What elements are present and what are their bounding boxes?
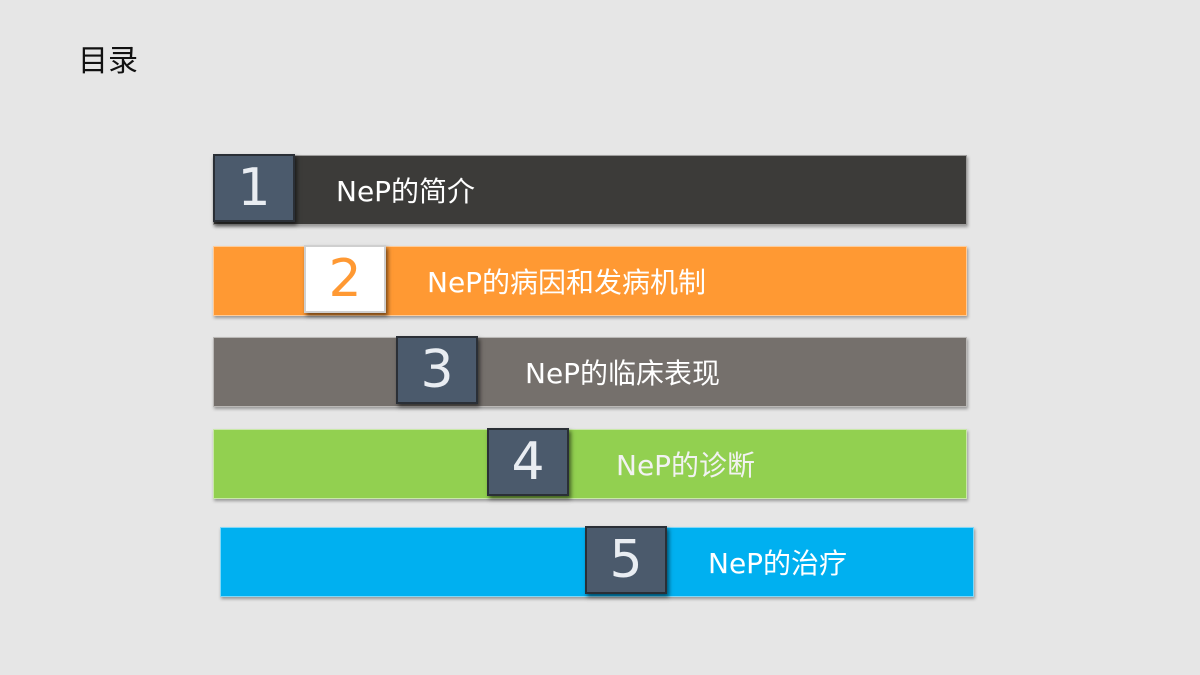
toc-label-2: NeP的病因和发病机制 <box>427 266 707 299</box>
page-title: 目录 <box>78 44 138 79</box>
toc-number-1: 1 <box>213 154 295 222</box>
toc-label-5: NeP的治疗 <box>708 547 848 580</box>
toc-item-1[interactable]: 1 NeP的简介 <box>213 154 967 225</box>
toc-label-4: NeP的诊断 <box>616 449 756 482</box>
toc-item-2[interactable]: 2 NeP的病因和发病机制 <box>213 245 967 316</box>
toc-item-5[interactable]: 5 NeP的治疗 <box>220 526 974 597</box>
toc-label-1: NeP的简介 <box>336 175 476 208</box>
toc-number-3: 3 <box>396 336 478 404</box>
toc-number-4: 4 <box>487 428 569 496</box>
toc-number-5: 5 <box>585 526 667 594</box>
toc-number-2: 2 <box>304 245 386 313</box>
toc-label-3: NeP的临床表现 <box>525 357 721 390</box>
toc-item-4[interactable]: 4 NeP的诊断 <box>213 428 967 499</box>
toc-item-3[interactable]: 3 NeP的临床表现 <box>213 336 967 407</box>
